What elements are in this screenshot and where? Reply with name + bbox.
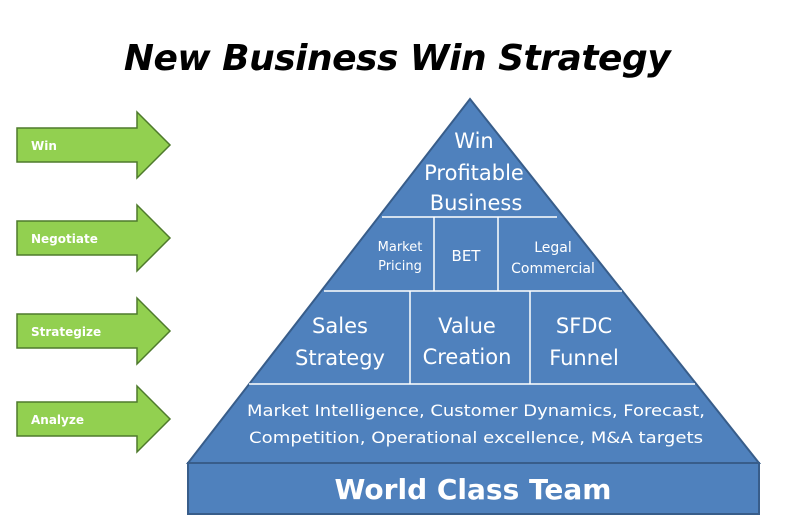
arrow-win-shape (16, 110, 172, 180)
arrow-negotiate: Negotiate (16, 203, 172, 273)
tier3-sales-strategy-line-1: Sales (312, 314, 368, 338)
foundation-label: World Class Team (335, 473, 612, 506)
tier2-market-pricing: Market Pricing (378, 240, 423, 274)
arrow-negotiate-label: Negotiate (31, 232, 98, 246)
tier2-market-pricing-line-2: Pricing (378, 259, 422, 274)
tier3-sales-strategy: Sales Strategy (295, 314, 385, 370)
arrow-strategize-label: Strategize (31, 325, 101, 339)
tier3-sales-strategy-line-2: Strategy (295, 346, 385, 370)
pyramid-apex: Win Profitable Business (424, 129, 524, 215)
tier2-bet-line-1: BET (452, 247, 482, 265)
tier2-market-pricing-line-1: Market (378, 240, 423, 255)
arrow-analyze-label: Analyze (31, 413, 84, 427)
foundation-block: World Class Team (187, 462, 760, 515)
tier3-value-creation-line-2: Creation (423, 345, 512, 369)
tier3-value-creation-line-1: Value (438, 314, 496, 338)
arrow-win: Win (16, 110, 172, 180)
arrow-negotiate-shape (16, 203, 172, 273)
tier3-sfdc-funnel-line-1: SFDC (556, 314, 612, 338)
apex-line-3: Business (430, 191, 523, 215)
pyramid-base-tier: Market Intelligence, Customer Dynamics, … (247, 401, 705, 447)
apex-line-1: Win (454, 129, 493, 153)
tier2-legal-commercial: Legal Commercial (511, 240, 595, 277)
diagram-title: New Business Win Strategy (123, 38, 671, 79)
tier2-legal-commercial-line-2: Commercial (511, 261, 595, 277)
tier2-legal-commercial-line-1: Legal (534, 240, 572, 256)
arrow-strategize: Strategize (16, 296, 172, 366)
foundation-rect (187, 462, 760, 515)
tier2-bet: BET (452, 247, 482, 265)
apex-line-2: Profitable (424, 161, 524, 185)
base-line-2: Competition, Operational excellence, M&A… (249, 428, 703, 447)
arrow-strategize-shape (16, 296, 172, 366)
tier3-sfdc-funnel: SFDC Funnel (549, 314, 619, 370)
base-line-1: Market Intelligence, Customer Dynamics, … (247, 401, 705, 420)
arrow-analyze: Analyze (16, 384, 172, 454)
arrow-win-label: Win (31, 139, 57, 153)
arrow-analyze-shape (16, 384, 172, 454)
tier3-value-creation: Value Creation (423, 314, 512, 369)
tier3-sfdc-funnel-line-2: Funnel (549, 346, 619, 370)
